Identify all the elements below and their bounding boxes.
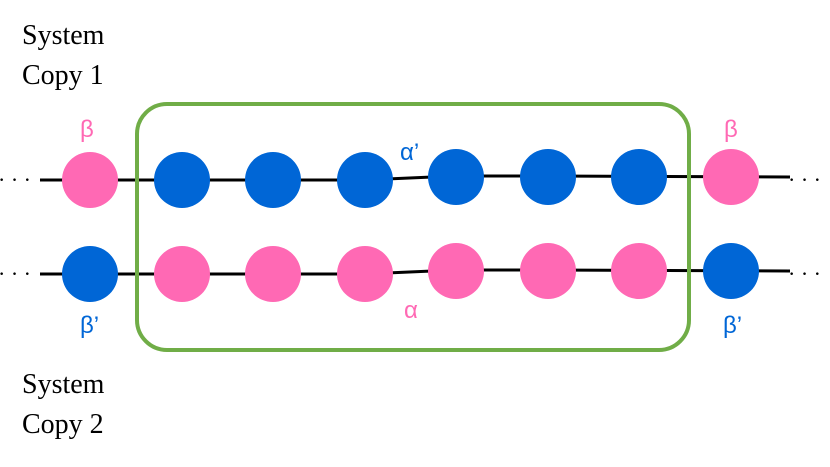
copy2-label-line1: System: [22, 369, 105, 400]
label-beta-top-right: β: [724, 116, 738, 143]
site-copy2-inner-4: [428, 243, 484, 299]
label-beta-prime-bottom-right: β’: [723, 312, 742, 339]
ellipsis-left-copy1: · · ·: [0, 167, 31, 192]
copy2-label-line2: Copy 2: [22, 409, 104, 440]
copy1-label-line2: Copy 1: [22, 60, 104, 91]
site-copy1-inner-5: [520, 149, 576, 205]
site-copy2-inner-1: [154, 246, 210, 302]
ellipsis-right-copy2: · · ·: [788, 261, 821, 286]
site-copy2-inner-5: [520, 243, 576, 299]
site-copy1-inner-3: [337, 152, 393, 208]
ellipsis-left-copy2: · · ·: [0, 261, 31, 286]
site-copy1-inner-2: [245, 152, 301, 208]
sites-copy2: [62, 243, 759, 302]
sites-copy1: [62, 149, 759, 208]
site-copy2-inner-3: [337, 246, 393, 302]
region-box: [135, 102, 691, 352]
label-beta-top-left: β: [80, 116, 94, 143]
site-copy1-outer-left: [62, 152, 118, 208]
label-alpha-prime: α’: [400, 139, 419, 166]
site-copy2-outer-right: [703, 243, 759, 299]
ellipsis-right-copy1: · · ·: [788, 167, 821, 192]
chain-line-copy2: [40, 268, 791, 276]
site-copy1-inner-6: [611, 149, 667, 205]
chain-line-copy1: [40, 174, 791, 182]
site-copy1-outer-right: [703, 149, 759, 205]
label-beta-prime-bottom-left: β’: [80, 312, 99, 339]
site-copy2-outer-left: [62, 246, 118, 302]
label-alpha: α: [404, 297, 418, 324]
site-copy2-inner-6: [611, 243, 667, 299]
site-copy1-inner-1: [154, 152, 210, 208]
site-copy2-inner-2: [245, 246, 301, 302]
site-copy1-inner-4: [428, 149, 484, 205]
copy1-label-line1: System: [22, 20, 105, 51]
